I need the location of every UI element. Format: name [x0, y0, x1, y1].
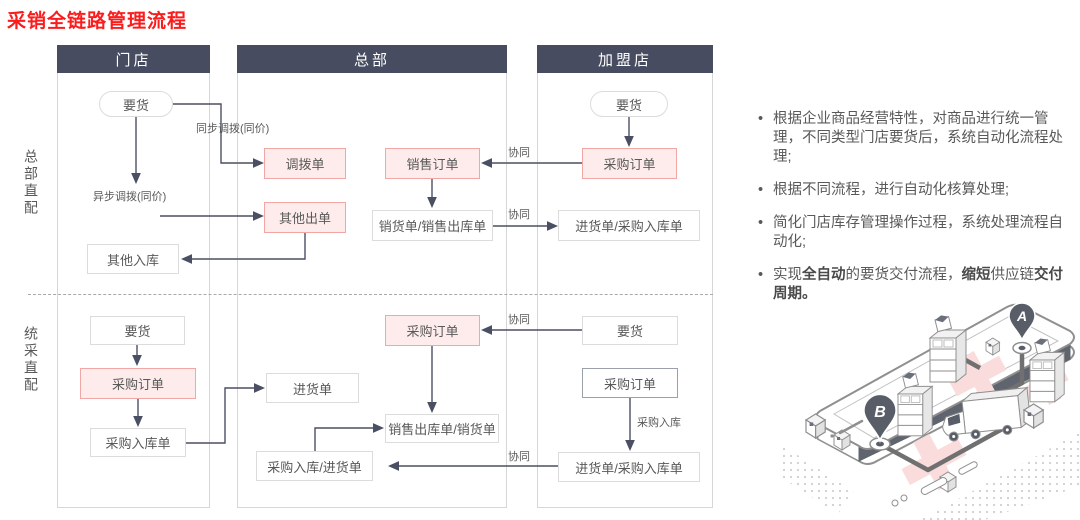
page-title: 采销全链路管理流程: [7, 11, 188, 32]
lane-store-header: 门店: [57, 45, 210, 73]
section-label-unified-direct: 统采直配: [23, 326, 39, 394]
node-sales-outbound-doc: 销货单/销售出库单: [372, 210, 493, 241]
node-transfer-order: 调拨单: [264, 148, 346, 179]
pin-b-label: B: [874, 404, 886, 421]
node-store-request: 要货: [99, 91, 173, 117]
node-hq-po: 采购订单: [385, 315, 480, 346]
node-hq-purchase-inbound: 采购入库/进货单: [256, 451, 373, 481]
node-store-po: 采购订单: [80, 368, 196, 399]
edge-label-collab-3: 协同: [508, 314, 530, 326]
edge-label-collab-1: 协同: [508, 147, 530, 159]
node-sales-order: 销售订单: [385, 148, 480, 179]
edge-label-async-transfer: 异步调拨(同价): [93, 191, 167, 203]
supply-chain-illustration: A B: [782, 302, 1080, 520]
node-hq-sales-outbound: 销售出库单/销货单: [385, 414, 499, 443]
lane-store: 门店: [57, 45, 210, 508]
node-franchise-inbound-2: 进货单/采购入库单: [558, 452, 700, 482]
section-divider: [28, 294, 713, 295]
node-franchise-request-2: 要货: [582, 316, 678, 345]
section-label-hq-direct: 总部直配: [23, 149, 39, 217]
node-hq-receipt: 进货单: [266, 373, 359, 403]
node-franchise-po: 采购订单: [582, 148, 677, 179]
lane-franchise-header: 加盟店: [537, 45, 713, 73]
key-point: 根据不同流程，进行自动化核算处理;: [756, 181, 1068, 200]
edge-label-collab-2: 协同: [508, 209, 530, 221]
key-points: 根据企业商品经营特性，对商品进行统一管理，不同类型门店要货后，系统自动化流程处理…: [756, 110, 1068, 318]
node-store-inbound-doc: 采购入库单: [90, 428, 186, 457]
key-point: 实现全自动的要货交付流程，缩短供应链交付周期。: [756, 266, 1068, 304]
key-point: 简化门店库存管理操作过程，系统处理流程自动化;: [756, 214, 1068, 252]
node-franchise-po-2: 采购订单: [582, 368, 678, 398]
node-franchise-inbound: 进货单/采购入库单: [558, 210, 700, 241]
node-franchise-request: 要货: [590, 91, 668, 117]
edge-label-purchase-in: 采购入库: [637, 417, 681, 429]
key-point: 根据企业商品经营特性，对商品进行统一管理，不同类型门店要货后，系统自动化流程处理…: [756, 110, 1068, 167]
edge-label-collab-4: 协同: [508, 451, 530, 463]
lane-headquarters: 总部: [237, 45, 507, 508]
pin-a-label: A: [1016, 308, 1027, 324]
lane-franchise: 加盟店: [537, 45, 713, 508]
node-other-outbound: 其他出单: [264, 202, 346, 233]
node-store-request-2: 要货: [90, 316, 185, 345]
node-other-inbound: 其他入库: [87, 244, 179, 274]
edge-label-sync-transfer: 同步调拨(同价): [196, 123, 270, 135]
lane-headquarters-header: 总部: [237, 45, 507, 73]
